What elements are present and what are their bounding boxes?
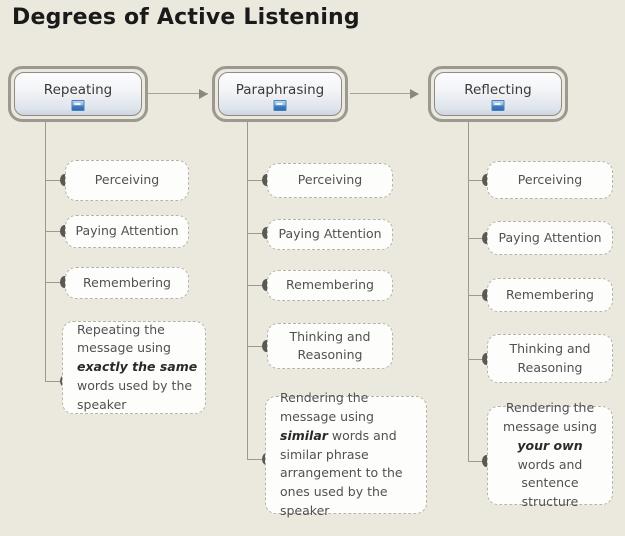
node-label: Paying Attention: [75, 223, 179, 239]
description-text: Rendering the message using similar word…: [280, 390, 403, 518]
description-text: Repeating the message using exactly the …: [77, 321, 198, 412]
stub-line-reflecting-1: [468, 180, 490, 181]
stage-inner-reflecting: Reflecting: [434, 72, 562, 116]
node-paraphrasing-thinking-and-reasoning[interactable]: Thinking and Reasoning: [267, 323, 393, 369]
stub-line-paraphrasing-2: [247, 233, 269, 234]
description-box-reflecting[interactable]: Rendering the message using your own wor…: [487, 400, 613, 509]
stub-line-repeating-3: [45, 282, 67, 283]
node-label: Paying Attention: [278, 226, 382, 242]
node-label: Perceiving: [94, 172, 160, 188]
connector-dot-repeating-2: [60, 225, 69, 237]
stub-line-reflecting-5: [468, 461, 490, 462]
node-label: Remembering: [83, 274, 171, 290]
node-repeating-perceiving[interactable]: Perceiving: [65, 160, 189, 201]
node-label: Remembering: [286, 277, 374, 293]
node-label: Thinking and Reasoning: [509, 341, 591, 375]
stub-line-reflecting-4: [468, 359, 490, 360]
node-paraphrasing-perceiving[interactable]: Perceiving: [267, 163, 393, 198]
node-label: Perceiving: [297, 172, 363, 188]
description-box-repeating[interactable]: Repeating the message using exactly the …: [62, 321, 206, 414]
stub-line-paraphrasing-3: [247, 285, 269, 286]
stub-line-repeating-2: [45, 231, 67, 232]
trunk-line-repeating: [45, 122, 46, 382]
stub-line-reflecting-2: [468, 238, 490, 239]
node-label: Perceiving: [517, 171, 583, 187]
description-box-paraphrasing[interactable]: Rendering the message using similar word…: [265, 390, 427, 518]
page-title: Degrees of Active Listening: [12, 5, 360, 30]
connector-dot-paraphrasing-1: [262, 174, 271, 186]
arrow-paraphrasing-to-reflecting-head: [410, 89, 419, 99]
connector-dot-paraphrasing-4: [262, 340, 271, 352]
stub-line-reflecting-3: [468, 295, 490, 296]
stage-inner-paraphrasing: Paraphrasing: [218, 72, 342, 116]
node-label: Thinking and Reasoning: [289, 328, 371, 362]
stage-label-paraphrasing: Paraphrasing: [235, 82, 325, 98]
trunk-line-paraphrasing: [247, 122, 248, 460]
node-reflecting-perceiving[interactable]: Perceiving: [487, 161, 613, 199]
stage-box-reflecting[interactable]: Reflecting: [428, 66, 568, 122]
stub-line-paraphrasing-4: [247, 346, 269, 347]
node-repeating-remembering[interactable]: Remembering: [65, 267, 189, 299]
node-reflecting-paying-attention[interactable]: Paying Attention: [487, 221, 613, 255]
stage-label-reflecting: Reflecting: [464, 82, 532, 98]
minimize-badge-icon[interactable]: [71, 100, 85, 111]
node-reflecting-remembering[interactable]: Remembering: [487, 278, 613, 312]
stub-line-paraphrasing-5: [247, 459, 269, 460]
connector-dot-repeating-1: [60, 174, 69, 186]
stub-line-paraphrasing-1: [247, 180, 269, 181]
connector-dot-reflecting-2: [482, 232, 491, 244]
connector-dot-reflecting-3: [482, 289, 491, 301]
description-text: Rendering the message using your own wor…: [503, 400, 597, 509]
node-paraphrasing-remembering[interactable]: Remembering: [267, 270, 393, 301]
connector-dot-repeating-3: [60, 276, 69, 288]
trunk-line-reflecting: [468, 122, 469, 462]
minimize-badge-icon[interactable]: [491, 100, 505, 111]
stage-box-repeating[interactable]: Repeating: [8, 66, 148, 122]
connector-dot-reflecting-5: [482, 455, 491, 467]
node-label: Paying Attention: [498, 229, 602, 245]
stub-line-repeating-1: [45, 180, 67, 181]
minimize-badge-icon[interactable]: [273, 100, 287, 111]
stub-line-repeating-4: [45, 381, 67, 382]
stage-inner-repeating: Repeating: [14, 72, 142, 116]
arrow-repeating-to-paraphrasing-line: [148, 93, 208, 94]
connector-dot-paraphrasing-2: [262, 227, 271, 239]
stage-label-repeating: Repeating: [43, 82, 113, 98]
arrow-repeating-to-paraphrasing-head: [199, 89, 208, 99]
connector-dot-paraphrasing-3: [262, 279, 271, 291]
node-repeating-paying-attention[interactable]: Paying Attention: [65, 215, 189, 248]
connector-dot-reflecting-4: [482, 353, 491, 365]
stage-box-paraphrasing[interactable]: Paraphrasing: [212, 66, 348, 122]
node-label: Remembering: [506, 286, 594, 302]
arrow-paraphrasing-to-reflecting-line: [350, 93, 418, 94]
node-paraphrasing-paying-attention[interactable]: Paying Attention: [267, 219, 393, 250]
node-reflecting-thinking-and-reasoning[interactable]: Thinking and Reasoning: [487, 334, 613, 383]
connector-dot-reflecting-1: [482, 174, 491, 186]
